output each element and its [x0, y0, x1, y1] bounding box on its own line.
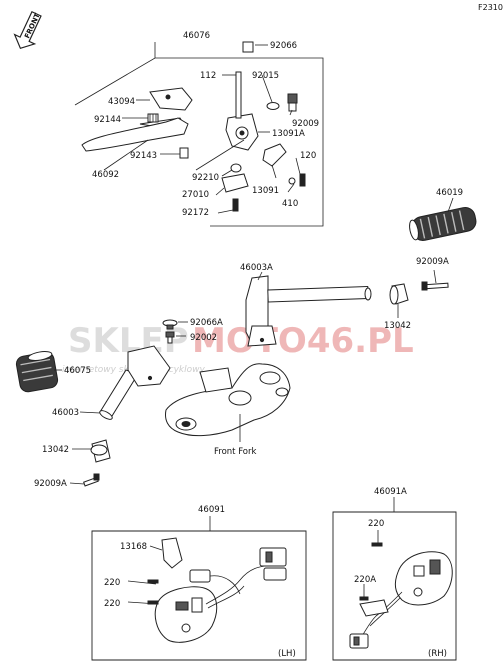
label-front-fork: Front Fork [214, 447, 256, 457]
leader-13168 [149, 545, 163, 551]
assembly-bracket-46076 [74, 42, 324, 227]
lh-switch-part [154, 537, 287, 643]
leader-lines-top [103, 44, 301, 214]
label-rh: (RH) [428, 649, 447, 659]
rh-switch-box [332, 511, 457, 661]
bar-end-weight-right-part [389, 283, 409, 305]
label-92009: 92009 [292, 119, 319, 129]
right-grip-part [409, 206, 477, 242]
leader-46019 [447, 197, 454, 213]
label-92066: 92066 [270, 41, 297, 51]
leader-92009a-right [433, 269, 437, 284]
label-46092: 46092 [92, 170, 119, 180]
rh-switch-part [349, 551, 453, 649]
label-13091: 13091 [252, 186, 279, 196]
label-46091a: 46091A [374, 487, 407, 497]
label-46091: 46091 [198, 505, 225, 515]
figure-code: F2310 [478, 3, 503, 12]
front-arrow-icon: FRONT [13, 10, 42, 50]
screw-92066a-part [162, 319, 178, 330]
bolt-92009a-right-part [421, 281, 449, 291]
watermark: SKLEP MOTO46.PL internetowy sklep motocy… [62, 321, 414, 375]
clutch-lever-part [81, 117, 189, 152]
screw-220-rh-part [371, 542, 383, 547]
label-220-rh: 220 [368, 519, 384, 529]
label-46019: 46019 [436, 188, 463, 198]
lh-switch-box [91, 530, 307, 661]
upper-triple-clamp-part [165, 363, 291, 437]
label-43094: 43094 [108, 97, 135, 107]
left-grip-part [15, 351, 59, 393]
label-220a: 220A [354, 575, 376, 585]
bar-end-weight-left-part [90, 439, 111, 463]
label-13042-left: 13042 [42, 445, 69, 455]
watermark-brand-right: MOTO46.PL [192, 321, 414, 361]
label-220-lh2: 220 [104, 599, 120, 609]
bolt-92009a-left-part [83, 473, 100, 487]
right-handlebar-part [245, 275, 372, 347]
label-46076: 46076 [183, 31, 210, 41]
label-13042-right: 13042 [384, 321, 411, 331]
label-120: 120 [300, 151, 316, 161]
label-46075: 46075 [64, 366, 91, 376]
label-27010: 27010 [182, 190, 209, 200]
leader-46003a [257, 271, 263, 281]
label-92210: 92210 [192, 173, 219, 183]
screw-220-lh2-part [147, 600, 159, 605]
left-handlebar-part [99, 345, 171, 420]
leader-92009a-left [69, 482, 85, 485]
screw-220a-part [359, 596, 369, 601]
screw-220-lh1-part [147, 579, 159, 584]
leader-46003 [79, 411, 101, 414]
screw-92002-part [165, 331, 175, 344]
label-13091a: 13091A [272, 129, 305, 139]
label-13168: 13168 [120, 542, 147, 552]
label-lh: (LH) [278, 649, 296, 659]
label-220-lh1: 220 [104, 578, 120, 588]
label-410: 410 [282, 199, 298, 209]
label-92002: 92002 [190, 333, 217, 343]
label-92144: 92144 [94, 115, 121, 125]
label-46003: 46003 [52, 408, 79, 418]
label-92143: 92143 [130, 151, 157, 161]
label-46003a: 46003A [240, 263, 273, 273]
spring-part [147, 113, 159, 123]
label-92009a-left: 92009A [34, 479, 67, 489]
label-112: 112 [200, 71, 216, 81]
label-92015: 92015 [252, 71, 279, 81]
label-92172: 92172 [182, 208, 209, 218]
label-92066a: 92066A [190, 318, 223, 328]
label-92009a-right: 92009A [416, 257, 449, 267]
